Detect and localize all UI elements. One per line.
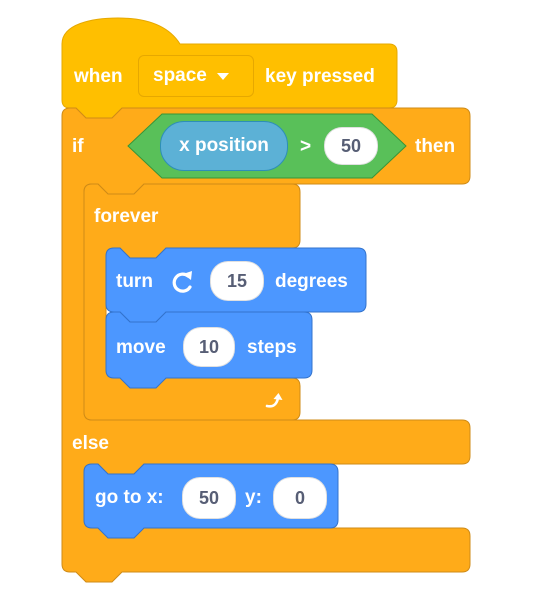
loop-arrow-icon <box>262 388 286 412</box>
degrees-label: degrees <box>275 271 348 292</box>
else-label: else <box>72 433 109 454</box>
move-label: move <box>116 337 166 358</box>
move-steps-input[interactable]: 10 <box>183 327 235 367</box>
go-to-y-label: y: <box>245 487 262 508</box>
go-to-x-label: go to x: <box>95 487 164 508</box>
comparison-value-input[interactable]: 50 <box>324 127 378 165</box>
x-position-reporter[interactable]: x position <box>160 121 288 171</box>
key-dropdown[interactable]: space <box>138 55 254 97</box>
go-to-y-value: 0 <box>294 487 305 508</box>
move-steps-value: 10 <box>198 336 220 357</box>
key-pressed-label: key pressed <box>265 66 375 87</box>
turn-label: turn <box>116 271 153 292</box>
turn-degrees-input[interactable]: 15 <box>210 261 264 301</box>
when-label: when <box>74 66 123 87</box>
go-to-x-value: 50 <box>198 487 220 508</box>
rotate-clockwise-icon <box>168 267 198 297</box>
key-dropdown-value: space <box>153 65 207 86</box>
forever-label: forever <box>94 206 159 227</box>
then-label: then <box>415 136 456 157</box>
go-to-x-input[interactable]: 50 <box>182 477 236 519</box>
x-position-label: x position <box>179 135 269 156</box>
comparison-value: 50 <box>340 135 362 156</box>
steps-label: steps <box>247 337 297 358</box>
chevron-down-icon <box>216 72 229 80</box>
go-to-y-input[interactable]: 0 <box>273 477 327 519</box>
greater-than-operator: > <box>300 136 312 157</box>
if-label: if <box>72 136 84 157</box>
turn-degrees-value: 15 <box>226 270 248 291</box>
